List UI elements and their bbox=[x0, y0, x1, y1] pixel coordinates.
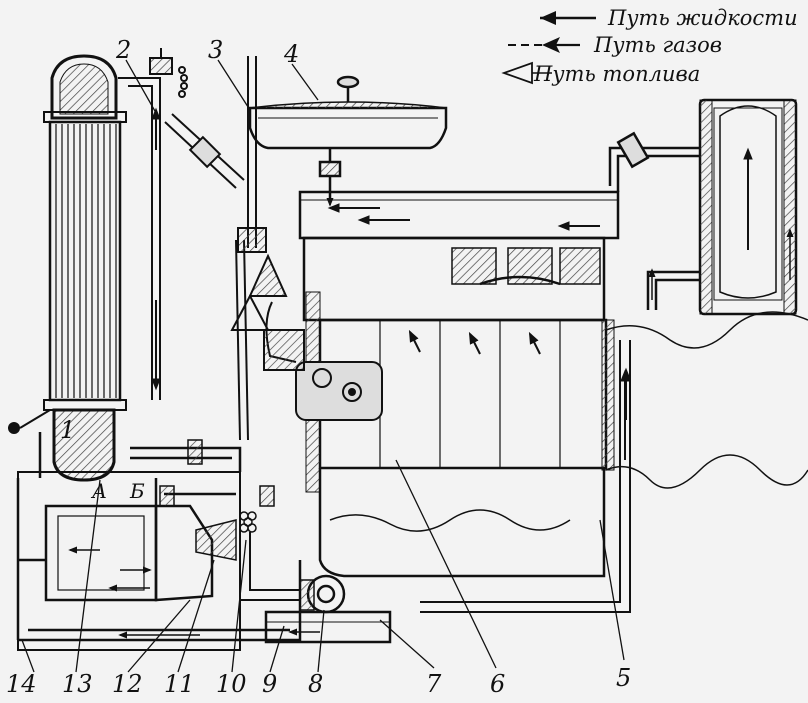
fuel-tank-9 bbox=[264, 610, 392, 644]
filler-cap bbox=[149, 48, 188, 98]
block-flow-arrows bbox=[327, 203, 631, 420]
radiator bbox=[8, 54, 127, 482]
callout-8: 8 bbox=[308, 670, 323, 698]
callout-9: 9 bbox=[262, 670, 277, 698]
callout-1: 1 bbox=[60, 416, 75, 444]
fan bbox=[230, 253, 288, 331]
legend-label-fuel: Путь топлива bbox=[533, 62, 700, 86]
label-b: Б bbox=[129, 479, 145, 503]
callout-7: 7 bbox=[426, 670, 442, 698]
legend-label-liquid: Путь жидкости bbox=[607, 6, 798, 30]
gas-arrow-icon bbox=[508, 37, 580, 53]
fuel-arrow-icon bbox=[501, 61, 552, 85]
valve-10 bbox=[239, 511, 300, 601]
label-a: А bbox=[90, 479, 107, 503]
pipe-2 bbox=[118, 77, 161, 400]
overflow-tube bbox=[164, 113, 245, 189]
callout-14: 14 bbox=[6, 670, 37, 698]
expansion-tank-4 bbox=[248, 75, 448, 207]
callout-2: 2 bbox=[115, 36, 131, 64]
callout-3: 3 bbox=[208, 36, 223, 64]
liquid-arrow-icon bbox=[540, 11, 596, 25]
pipe-3 bbox=[235, 56, 267, 441]
callout-13: 13 bbox=[62, 670, 93, 698]
pipe-5 bbox=[420, 340, 631, 613]
legend-item-liquid: Путь жидкости bbox=[540, 6, 798, 30]
callout-10: 10 bbox=[216, 670, 247, 698]
legend-label-gas: Путь газов bbox=[593, 33, 722, 57]
callout-6: 6 bbox=[490, 670, 505, 698]
legend-item-gas: Путь газов bbox=[508, 33, 722, 57]
legend: Путь жидкости Путь газов Путь топлива bbox=[501, 6, 798, 86]
callout-12: 12 bbox=[112, 670, 143, 698]
water-pump-housing bbox=[263, 301, 383, 421]
callout-4: 4 bbox=[283, 40, 299, 68]
callout-11: 11 bbox=[164, 670, 195, 698]
heater-cylinder bbox=[608, 98, 798, 316]
pump-8 bbox=[299, 574, 346, 614]
engine-block bbox=[298, 190, 808, 578]
callout-lines bbox=[21, 59, 625, 673]
callout-5: 5 bbox=[616, 664, 631, 692]
callout-labels: 1 2 3 4 5 6 7 8 9 10 11 12 13 14 А Б bbox=[6, 36, 631, 698]
legend-item-fuel: Путь топлива bbox=[501, 61, 700, 86]
